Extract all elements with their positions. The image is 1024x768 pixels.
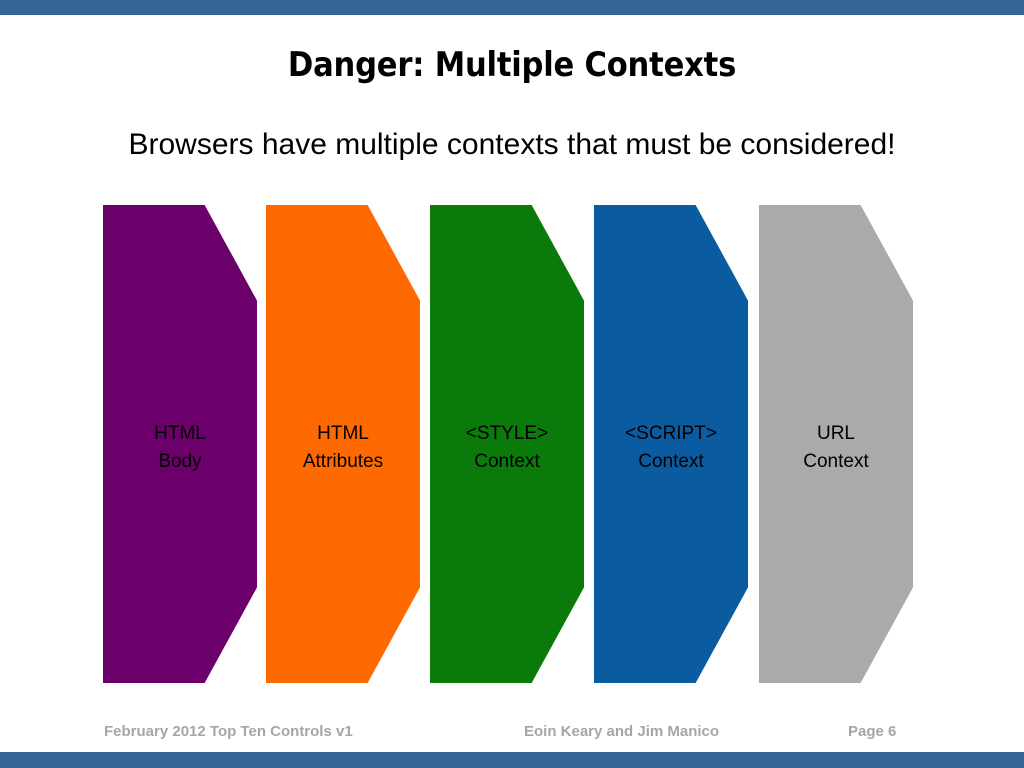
page-title: Danger: Multiple Contexts <box>287 45 737 85</box>
top-accent-bar <box>0 0 1024 15</box>
chevron-block-html-body <box>103 205 257 683</box>
context-chevron-diagram: HTML Body HTML Attributes <STYLE> Contex… <box>0 200 1024 690</box>
chevron-block-style-context <box>430 205 584 683</box>
slide-footer: February 2012 Top Ten Controls v1 Eoin K… <box>0 723 1024 747</box>
footer-page-number: Page 6 <box>848 723 897 740</box>
chevron-block-html-attributes <box>266 205 420 683</box>
chevron-block-script-context <box>594 205 748 683</box>
footer-authors: Eoin Keary and Jim Manico <box>524 723 720 740</box>
slide-subtitle: Browsers have multiple contexts that mus… <box>128 128 896 161</box>
bottom-accent-bar <box>0 752 1024 768</box>
chevron-block-url-context <box>759 205 913 683</box>
footer-date-deck: February 2012 Top Ten Controls v1 <box>104 723 353 740</box>
